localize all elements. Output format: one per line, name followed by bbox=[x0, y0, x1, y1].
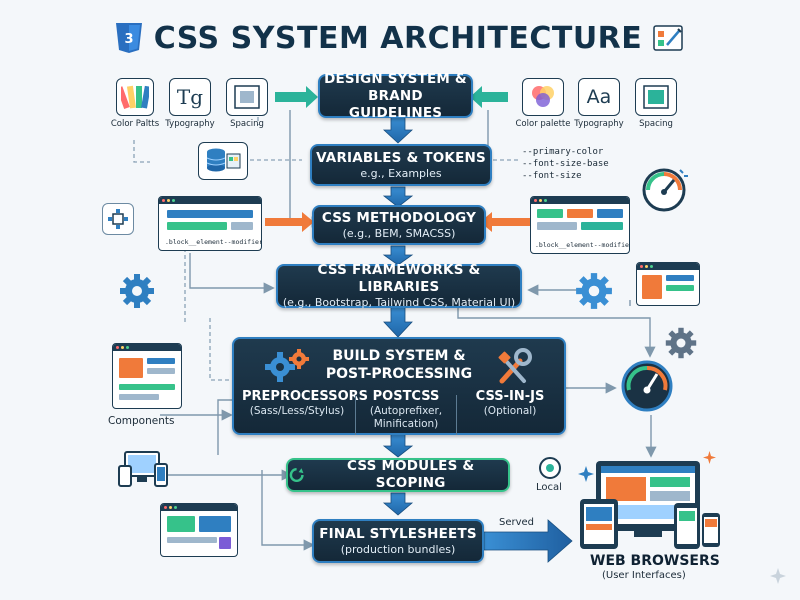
postcss-title: POSTCSS bbox=[372, 389, 440, 404]
build-system-title-2: POST-PROCESSING bbox=[325, 366, 473, 382]
color-palette-tile[interactable] bbox=[522, 78, 564, 116]
variables-tokens-title: VARIABLES & TOKENS bbox=[316, 149, 486, 166]
stylesheet-window bbox=[160, 503, 238, 557]
typography-icon: Tg bbox=[176, 85, 204, 109]
token-code-snippet: --primary-color --font-size-base --font-si… bbox=[522, 146, 609, 182]
database-icon bbox=[206, 148, 241, 172]
gear-icon bbox=[120, 274, 154, 308]
spacing-tile[interactable] bbox=[226, 78, 268, 116]
component-icon bbox=[108, 209, 128, 229]
gears-icon bbox=[265, 349, 309, 382]
css-modules-node[interactable]: CSS MODULES & SCOPING bbox=[286, 458, 510, 492]
web-browsers-sublabel: (User Interfaces) bbox=[602, 570, 686, 581]
design-system-title-1: DESIGN SYSTEM & bbox=[324, 70, 467, 87]
typography-caption: Typography bbox=[165, 119, 215, 129]
typography-caption-right: Typography bbox=[574, 119, 624, 129]
color-palette-caption: Color palette bbox=[515, 119, 571, 129]
postcss-subtitle-1: (Autoprefixer, bbox=[369, 405, 443, 417]
devices-icon bbox=[118, 451, 168, 487]
variables-tokens-subtitle: e.g., Examples bbox=[360, 166, 442, 180]
window-titlebar bbox=[531, 197, 629, 204]
web-browsers-label: WEB BROWSERS bbox=[590, 553, 720, 569]
column-divider bbox=[355, 395, 356, 435]
css-frameworks-node[interactable]: CSS FRAMEWORKS & LIBRARIES (e.g., Bootst… bbox=[276, 262, 522, 309]
window-titlebar bbox=[161, 504, 237, 511]
orange-arrows bbox=[265, 212, 530, 232]
window-titlebar bbox=[113, 344, 181, 351]
bem-caption-right: .block__element--modifier bbox=[535, 241, 630, 249]
preprocessors-column: PREPROCESSORS (Sass/Less/Stylus) bbox=[242, 389, 368, 418]
typography-tile[interactable]: Tg bbox=[169, 78, 211, 116]
bem-caption-left: .block__element--modifier bbox=[165, 238, 262, 246]
postcss-column: POSTCSS (Autoprefixer, Minification) bbox=[358, 389, 454, 431]
spacing-icon bbox=[234, 85, 260, 109]
postcss-subtitle-2: Minification) bbox=[373, 418, 439, 430]
code-line: --primary-color bbox=[522, 147, 604, 157]
css-in-js-title: CSS-IN-JS bbox=[475, 389, 545, 404]
palette-caption: Color Paltts bbox=[110, 119, 160, 129]
bem-window-right: .block__element--modifier bbox=[530, 196, 630, 254]
color-circles-icon bbox=[532, 86, 554, 107]
css-methodology-title: CSS METHODOLOGY bbox=[321, 209, 477, 226]
components-window bbox=[112, 343, 182, 409]
sparkle-icons bbox=[578, 451, 786, 584]
css-modules-title: CSS MODULES & SCOPING bbox=[346, 458, 475, 491]
token-store-tile[interactable] bbox=[198, 142, 248, 180]
design-tools-icon bbox=[653, 25, 684, 51]
final-stylesheets-subtitle: (production bundles) bbox=[340, 542, 456, 556]
css-in-js-subtitle: (Optional) bbox=[483, 405, 537, 417]
spacing-caption-right: Spacing bbox=[639, 119, 673, 129]
css-methodology-subtitle: (e.g., BEM, SMACSS) bbox=[342, 226, 456, 240]
final-stylesheets-title: FINAL STYLESHEETS bbox=[319, 525, 477, 542]
spacing-caption: Spacing bbox=[230, 119, 264, 129]
gear-icon bbox=[665, 327, 697, 359]
performance-gauge-icon bbox=[642, 168, 688, 212]
css-in-js-column: CSS-IN-JS (Optional) bbox=[460, 389, 560, 418]
preprocessors-subtitle: (Sass/Less/Stylus) bbox=[249, 405, 345, 417]
design-system-title-2: BRAND GUIDELINES bbox=[348, 87, 443, 121]
served-arrow bbox=[483, 519, 573, 563]
build-system-title: BUILD SYSTEM & POST-PROCESSING bbox=[234, 347, 564, 383]
css-frameworks-title: CSS FRAMEWORKS & LIBRARIES bbox=[317, 262, 481, 295]
wrench-icon bbox=[498, 348, 532, 384]
variables-tokens-node[interactable]: VARIABLES & TOKENS e.g., Examples bbox=[310, 144, 492, 186]
css3-badge-icon: 3 bbox=[115, 23, 142, 53]
window-titlebar bbox=[637, 263, 699, 270]
palette-icon bbox=[121, 85, 149, 110]
component-node-tile[interactable] bbox=[102, 203, 134, 235]
typography-icon: Aa bbox=[586, 86, 612, 108]
build-system-title-1: BUILD SYSTEM & bbox=[332, 348, 466, 364]
code-line: --font-size bbox=[522, 171, 582, 181]
css-frameworks-subtitle: (e.g., Bootstrap, Tailwind CSS, Material… bbox=[282, 296, 516, 309]
components-label: Components bbox=[108, 415, 175, 427]
spacing-icon bbox=[643, 85, 669, 109]
gear-icon bbox=[576, 273, 612, 309]
main-flow-arrows bbox=[382, 116, 414, 516]
svg-text:3: 3 bbox=[124, 32, 133, 47]
web-browser-devices-icon bbox=[580, 461, 720, 549]
typography-tile-right[interactable]: Aa bbox=[578, 78, 620, 116]
framework-window bbox=[636, 262, 700, 306]
code-line: --font-size-base bbox=[522, 159, 609, 169]
local-scope-icon bbox=[539, 457, 561, 479]
build-system-node[interactable]: BUILD SYSTEM & POST-PROCESSING PREPROCES… bbox=[232, 337, 566, 435]
palette-tile[interactable] bbox=[116, 78, 154, 116]
bem-window-left: .block__element--modifier bbox=[158, 196, 262, 251]
final-stylesheets-node[interactable]: FINAL STYLESHEETS (production bundles) bbox=[312, 519, 484, 563]
css-methodology-node[interactable]: CSS METHODOLOGY (e.g., BEM, SMACSS) bbox=[312, 205, 486, 245]
preprocessors-title: PREPROCESSORS bbox=[242, 389, 368, 404]
column-divider bbox=[456, 395, 457, 435]
title-row: 3 CSS SYSTEM ARCHITECTURE bbox=[0, 18, 800, 58]
served-label: Served bbox=[499, 517, 535, 528]
window-titlebar bbox=[159, 197, 261, 204]
teal-arrows bbox=[275, 86, 508, 108]
spacing-tile-right[interactable] bbox=[635, 78, 677, 116]
design-system-node[interactable]: DESIGN SYSTEM & BRAND GUIDELINES bbox=[318, 70, 473, 121]
dashboard-gauge-icon bbox=[621, 360, 673, 412]
refresh-icon bbox=[289, 468, 304, 482]
local-label: Local bbox=[536, 482, 562, 493]
page-title: CSS SYSTEM ARCHITECTURE bbox=[153, 20, 643, 56]
